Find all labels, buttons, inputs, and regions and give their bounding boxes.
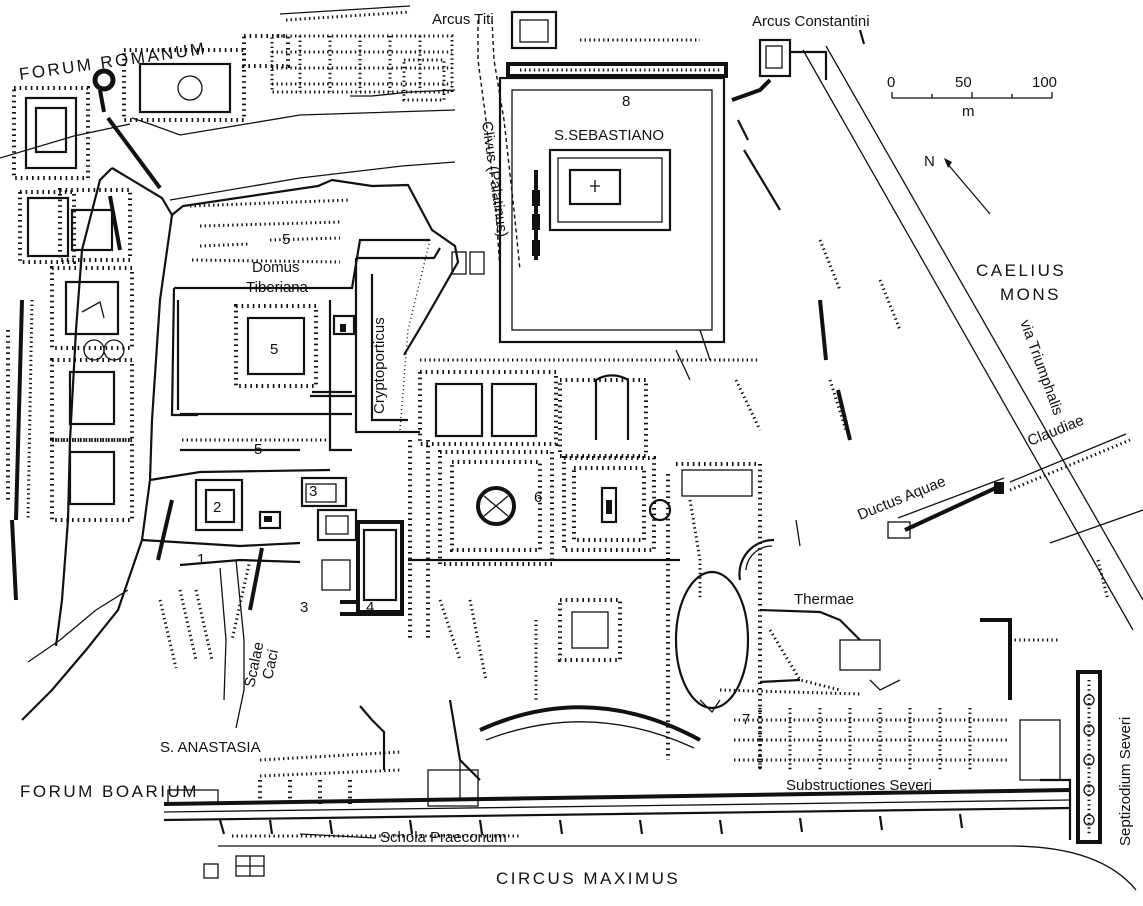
label-arcus-constantini: Arcus Constantini (752, 13, 870, 30)
label-schola-praeconum: Schola Praeconum (380, 829, 507, 846)
area-number-2: 2 (213, 499, 221, 516)
southern-substructures (163, 705, 1071, 835)
area-number-4: 4 (366, 599, 374, 616)
scale-bar: 0 50 100 m (887, 74, 1057, 120)
label-forum-boarium: FORUM BOARIUM (20, 782, 199, 801)
scale-tick-100: 100 (1032, 74, 1057, 91)
clivus-road (477, 19, 521, 271)
area-number-5-center: 5 (270, 341, 278, 358)
area-number-5-north: 5 (282, 231, 290, 248)
area-number-6: 6 (534, 489, 542, 506)
domus-tiberiana (170, 198, 430, 452)
label-substructiones-severi: Substructiones Severi (786, 777, 932, 794)
label-caelius: CAELIUS (976, 261, 1066, 280)
label-circus-maximus: CIRCUS MAXIMUS (496, 869, 680, 888)
area-number-3-lower: 3 (300, 599, 308, 616)
label-caci: Caci (259, 648, 282, 681)
north-arrow-label: N (924, 153, 935, 170)
label-s-anastasia: S. ANASTASIA (160, 739, 261, 756)
label-arcus-titi: Arcus Titi (432, 11, 494, 28)
area-numbers: 8 5 5 5 2 3 1 3 4 6 7 (197, 93, 750, 728)
label-thermae: Thermae (794, 591, 854, 608)
central-structures (156, 476, 404, 669)
area-number-8: 8 (622, 93, 630, 110)
scale-tick-0: 0 (887, 74, 895, 91)
scale-unit: m (962, 103, 975, 120)
road-lines (0, 89, 456, 729)
label-domus-tiberiana-1: Domus (252, 259, 300, 276)
label-mons: MONS (1000, 285, 1061, 304)
septizodium (1040, 670, 1102, 844)
scale-tick-50: 50 (955, 74, 972, 91)
forum-romanum-structures (12, 5, 454, 264)
area-number-5-south: 5 (254, 441, 262, 458)
domus-flavia (408, 358, 760, 781)
west-buildings (6, 266, 134, 601)
label-s-sebastiano: S.SEBASTIANO (554, 127, 664, 144)
palatine-enclosure-wall (21, 167, 460, 721)
label-clivus-palatinus: Clivus (Palatinus) (478, 120, 511, 238)
stadium-hippodrome (666, 462, 775, 770)
via-triumphalis (802, 45, 1143, 631)
east-fragments (675, 29, 1110, 601)
s-sebastiano-vigna (451, 10, 728, 344)
label-domus-tiberiana-2: Tiberiana (246, 279, 309, 296)
cryptoporticus (310, 239, 441, 434)
label-claudiae: Claudiae (1025, 412, 1086, 450)
area-number-7: 7 (742, 711, 750, 728)
label-septizodium-severi: Septizodium Severi (1117, 717, 1134, 846)
thermae-area (719, 608, 901, 696)
north-arrow: N (924, 153, 991, 215)
circus-arch (459, 705, 701, 801)
aqueduct-ductus-aquae (887, 433, 1131, 539)
area-7-substructures (734, 618, 1061, 781)
arcus-constantini-structure (731, 38, 828, 211)
area-number-1: 1 (197, 551, 205, 568)
area-number-3-upper: 3 (309, 483, 317, 500)
circus-maximus-outline (203, 834, 1137, 891)
label-cryptoporticus: Cryptoporticus (371, 317, 388, 414)
label-via-triumphalis: via Triumphalis (1016, 318, 1066, 418)
